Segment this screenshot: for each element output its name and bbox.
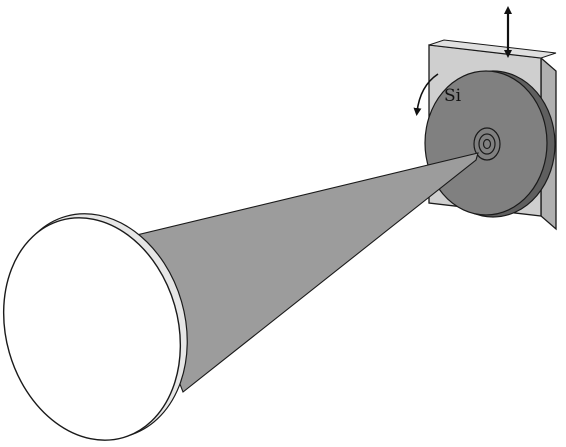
wafer-label: Si <box>444 86 462 106</box>
